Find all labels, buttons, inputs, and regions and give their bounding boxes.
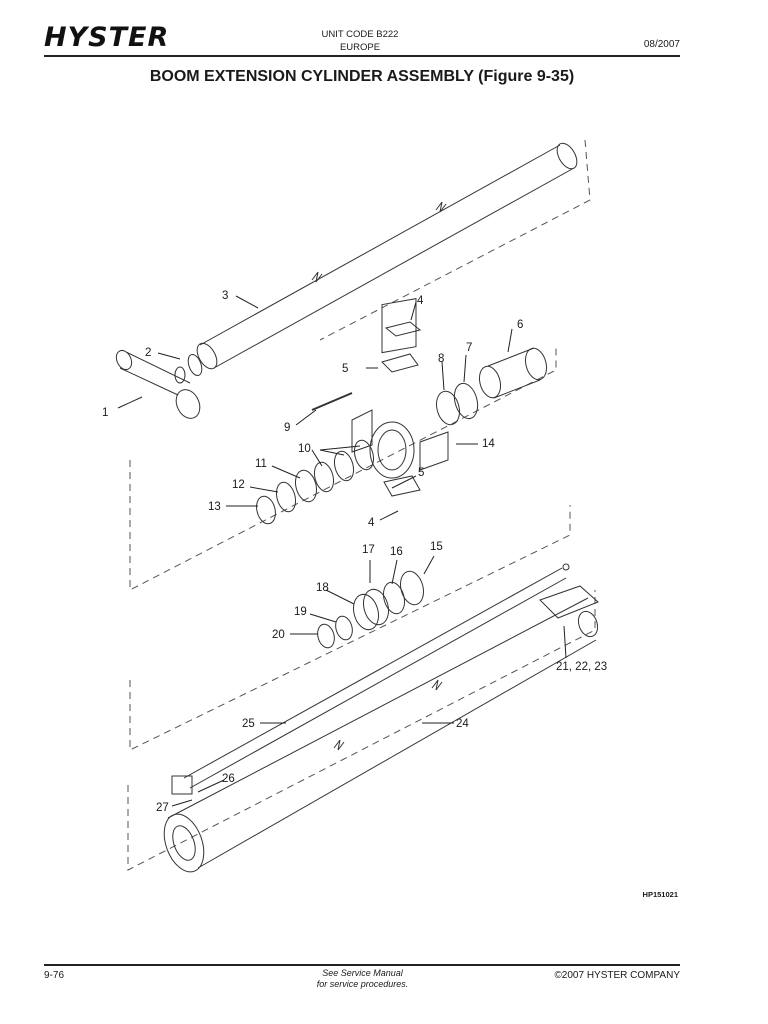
header-date: 08/2007 xyxy=(643,39,680,50)
piston-parts xyxy=(317,570,425,649)
bolt-9 xyxy=(311,392,353,411)
region: EUROPE xyxy=(339,42,381,53)
callout-27: 27 xyxy=(156,802,169,814)
rod-end-block xyxy=(171,775,193,795)
callout-4: 4 xyxy=(417,295,424,307)
callout-8: 8 xyxy=(438,353,444,365)
cylinder-tube xyxy=(196,142,578,370)
callout-7: 7 xyxy=(466,342,472,354)
callout-20: 20 xyxy=(272,629,285,641)
figure-code: HP151021 xyxy=(642,890,678,899)
callout-16: 16 xyxy=(390,546,403,558)
callout-9: 9 xyxy=(284,422,290,434)
page-number: 9-76 xyxy=(44,970,65,981)
callout-18: 18 xyxy=(316,582,329,594)
page-title: BOOM EXTENSION CYLINDER ASSEMBLY (Figure… xyxy=(149,68,575,85)
callout-4b: 4 xyxy=(368,517,375,529)
unit-code-block: UNIT CODE B222 EUROPE xyxy=(290,28,430,54)
callout-labels: 1 2 3 4 5 6 7 8 9 10 11 12 13 14 5 4 15 … xyxy=(102,290,607,814)
callout-3: 3 xyxy=(222,290,228,302)
callout-14: 14 xyxy=(482,438,495,450)
callout-5b: 5 xyxy=(418,467,424,479)
footer-note-line-1: See Service Manual xyxy=(322,968,403,978)
piston-rod xyxy=(183,563,570,789)
callout-12: 12 xyxy=(232,479,245,491)
rings-7-8 xyxy=(435,382,479,426)
callout-13: 13 xyxy=(208,501,221,513)
dashed-guides xyxy=(127,139,596,871)
hyster-logo: HYSTER xyxy=(44,22,170,53)
leader-lines xyxy=(117,295,567,807)
footer-rule xyxy=(44,964,680,966)
callout-15: 15 xyxy=(430,541,443,553)
callout-24: 24 xyxy=(456,718,469,730)
callout-5: 5 xyxy=(342,363,348,375)
callout-10: 10 xyxy=(298,443,311,455)
callout-1: 1 xyxy=(102,407,108,419)
valve-block xyxy=(351,298,449,497)
callout-17: 17 xyxy=(362,544,375,556)
footer-note: See Service Manual for service procedure… xyxy=(290,968,435,990)
unit-code: UNIT CODE B222 xyxy=(321,29,399,40)
sleeve-6 xyxy=(478,347,548,399)
callout-19: 19 xyxy=(294,606,307,618)
seal-rings xyxy=(256,439,375,525)
callout-25: 25 xyxy=(242,718,255,730)
header-rule xyxy=(44,55,680,57)
cylinder-head xyxy=(115,349,201,419)
callout-11: 11 xyxy=(255,458,267,470)
callout-6: 6 xyxy=(517,319,523,331)
callout-2: 2 xyxy=(145,347,151,359)
copyright: ©2007 HYSTER COMPANY xyxy=(554,970,680,981)
o-ring-2 xyxy=(187,353,203,377)
callout-26: 26 xyxy=(222,773,235,785)
callout-21-22-23: 21, 22, 23 xyxy=(556,661,607,673)
cylinder-barrel xyxy=(163,585,599,873)
footer-note-line-2: for service procedures. xyxy=(316,979,409,989)
